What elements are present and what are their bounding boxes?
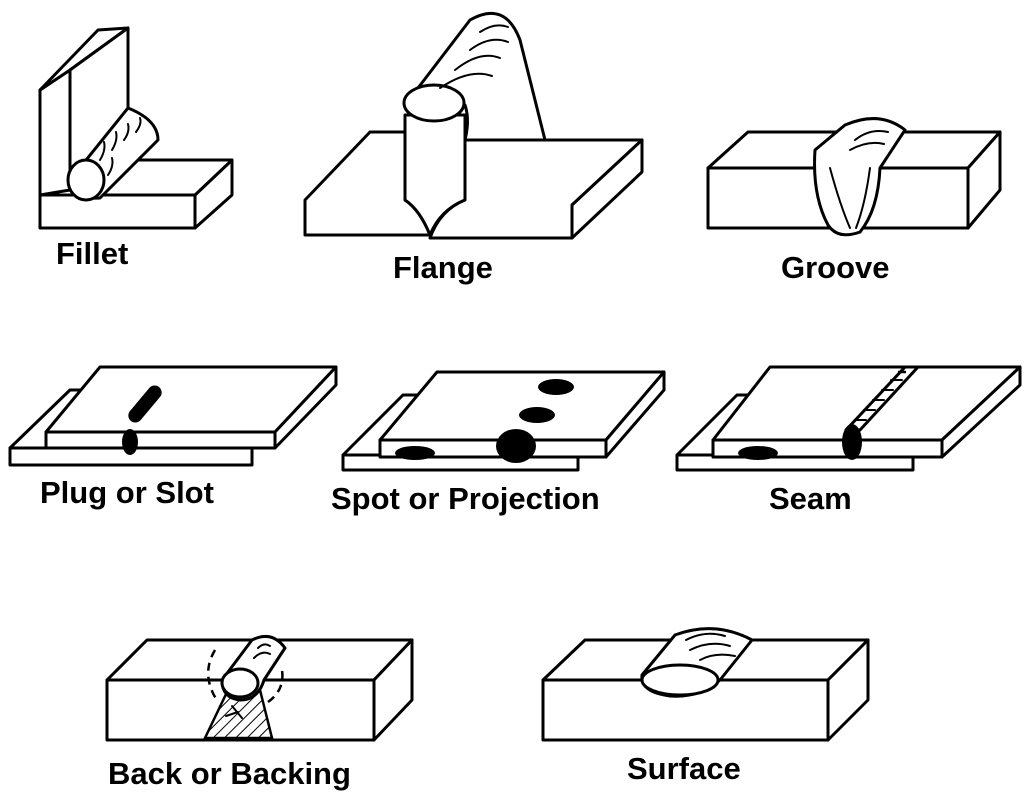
label-back-or-backing: Back or Backing — [108, 756, 351, 791]
seam-weld — [675, 365, 1022, 472]
spot-or-projection-weld — [341, 370, 666, 472]
surface-weld — [541, 627, 870, 742]
label-surface: Surface — [627, 751, 741, 786]
fillet-weld — [38, 26, 234, 230]
plug-or-slot-weld — [8, 365, 338, 467]
groove-weld — [706, 117, 1002, 237]
label-flange: Flange — [393, 250, 493, 285]
label-fillet: Fillet — [56, 236, 128, 271]
label-plug-or-slot: Plug or Slot — [40, 475, 214, 510]
label-spot-or-projection: Spot or Projection — [331, 481, 600, 516]
flange-weld — [303, 11, 644, 240]
label-seam: Seam — [769, 481, 852, 516]
label-groove: Groove — [781, 250, 890, 285]
back-or-backing-weld — [105, 634, 414, 742]
